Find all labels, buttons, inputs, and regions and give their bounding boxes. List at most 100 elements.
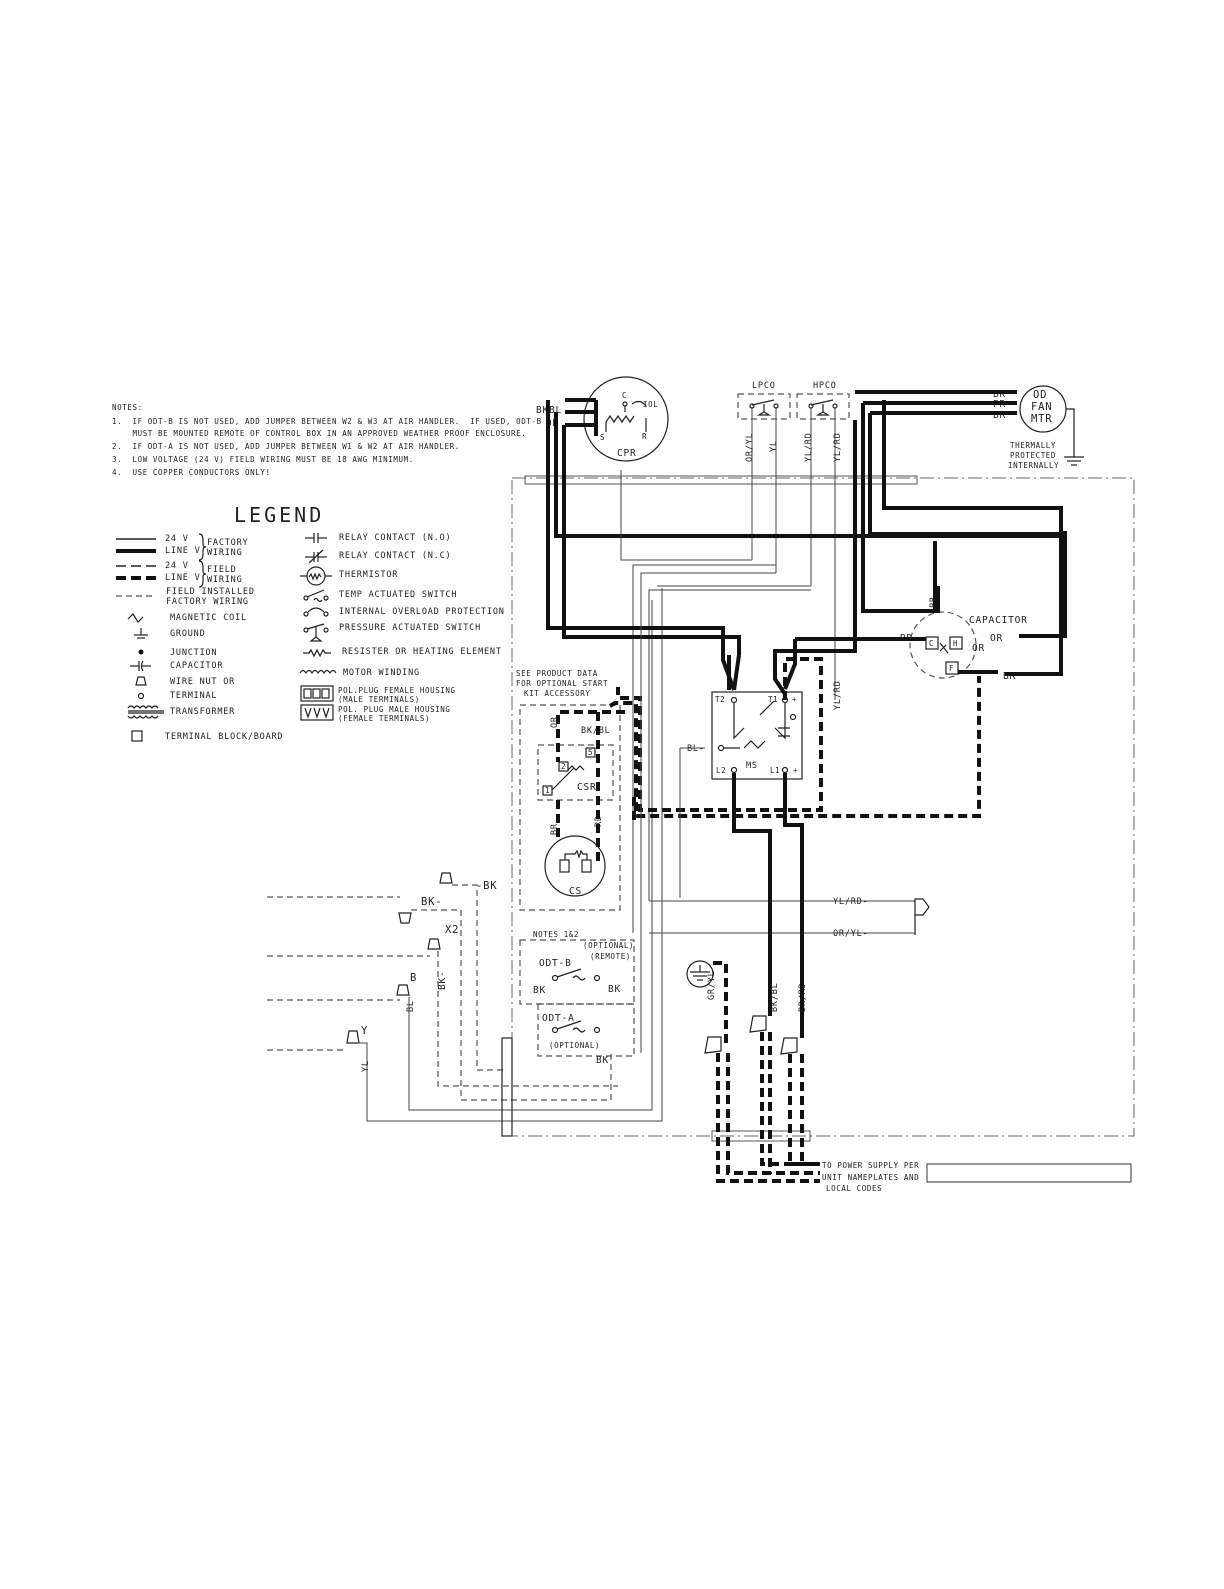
csr-terminal-1: 1 — [545, 786, 550, 795]
legend-field-brace — [198, 560, 207, 588]
fan-wire-label-bk: BK — [993, 389, 1006, 400]
odt-b-label: ODT-B — [539, 958, 572, 969]
pressure-switch-icon — [303, 623, 329, 642]
low-voltage-factory-wiring — [620, 470, 811, 1053]
legend-24v-label-2: 24 V — [165, 561, 189, 571]
compressor-c-terminal: C — [622, 391, 627, 400]
note-line-1b: MUST BE MOUNTED REMOTE OF CONTROL BOX IN… — [112, 429, 526, 438]
legend-plug-male-label: POL. PLUG MALE HOUSING — [338, 705, 451, 714]
power-supply-label-1: TO POWER SUPPLY PER — [822, 1161, 919, 1170]
hpco-label: HPCO — [813, 381, 837, 391]
od-fan-label-1: OD — [1033, 389, 1047, 401]
od-fan-label-2: FAN — [1031, 401, 1052, 413]
legend-temp-switch-label: TEMP ACTUATED SWITCH — [339, 590, 457, 600]
plug-female-icon — [300, 685, 334, 702]
legend-plug-female-label: POL.PLUG FEMALE HOUSING — [338, 686, 456, 695]
optional-start-kit: SEE PRODUCT DATA FOR OPTIONAL START KIT … — [516, 669, 621, 911]
wire-label-lpco-yl: YL — [769, 440, 779, 452]
compressor-r-terminal: R — [642, 432, 647, 441]
capacitor-label: CAPACITOR — [969, 615, 1028, 626]
wire-label-hpco-yl-rd: YL/RD — [804, 432, 814, 462]
fan-wire-label-br: BR — [993, 410, 1006, 421]
lv-wire-yl-vertical: YL — [361, 1060, 371, 1072]
relay-nc-icon — [305, 549, 327, 564]
legend-relay-nc-label: RELAY CONTACT (N.C) — [339, 551, 451, 561]
legend-terminal-label: TERMINAL — [170, 691, 217, 701]
wire-label-lpco-or-yl: OR/YL — [745, 432, 755, 462]
note-line-2: 2. IF ODT-A IS NOT USED, ADD JUMPER BETW… — [112, 442, 460, 451]
power-supply-label-2: UNIT NAMEPLATES AND — [822, 1173, 919, 1182]
lv-wire-bk-dash2: BK- — [421, 896, 442, 908]
odt-thermostats: NOTES 1&2 (OPTIONAL) (REMOTE) ODT-B BK B… — [519, 930, 635, 1066]
legend-field-installed-label-2: FACTORY WIRING — [166, 597, 249, 607]
legend-transformer-label: TRANSFORMER — [170, 707, 235, 717]
capacitor-c-terminal: C — [929, 639, 934, 648]
note-line-4: 4. USE COPPER CONDUCTORS ONLY! — [112, 468, 271, 477]
start-kit-wire-rd: RD — [594, 815, 604, 827]
contactor-t2-label: T2 — [715, 695, 725, 704]
od-fan-label-3: MTR — [1031, 413, 1052, 425]
wire-nut-x2-icon — [427, 938, 441, 950]
line-voltage-field-wiring: GR/YL BK/BL BR/RD TO POWER SUPPLY PER UN… — [556, 657, 1132, 1193]
lv-b-label: B — [410, 972, 417, 984]
junction-icon — [138, 649, 144, 655]
contactor-ms-label: MS — [746, 761, 758, 771]
csr-terminal-2: 2 — [561, 762, 566, 771]
legend-plug-male-label-2: (FEMALE TERMINALS) — [338, 714, 430, 723]
overload-icon — [303, 607, 329, 617]
notes-block: NOTES: 1. IF ODT-B IS NOT USED, ADD JUMP… — [112, 403, 542, 477]
ground-lug-icon — [686, 960, 714, 988]
thermally-label-2: PROTECTED — [1010, 451, 1056, 460]
odt-a-box — [537, 1003, 635, 1057]
legend-overload-label: INTERNAL OVERLOAD PROTECTION — [339, 607, 505, 617]
compressor-winding — [605, 414, 635, 424]
start-kit-box — [519, 704, 621, 911]
power-nut-gr-icon — [704, 1036, 722, 1054]
legend-factory-brace — [198, 533, 207, 561]
note-line-1: 1. IF ODT-B IS NOT USED, ADD JUMPER BETW… — [112, 417, 542, 426]
legend: LEGEND 24 V LINE V FACTORY WIRING 24 V L… — [116, 503, 505, 742]
power-wire-gr-yl: GR/YL — [707, 970, 717, 1000]
power-nut-br-icon — [780, 1037, 798, 1055]
odt-b-optional-label: (OPTIONAL) — [583, 941, 634, 950]
wire-nut-b-icon — [396, 984, 410, 996]
legend-wire-nut-label: WIRE NUT OR — [170, 677, 235, 687]
odt-b-remote-label: (REMOTE) — [590, 952, 631, 961]
odt-b-box — [519, 939, 635, 1005]
lpco-label: LPCO — [752, 381, 776, 391]
contactor-t1-label: T1 — [768, 695, 778, 704]
csr-label: CSR — [577, 782, 597, 793]
note-line-3: 3. LOW VOLTAGE (24 V) FIELD WIRING MUST … — [112, 455, 414, 464]
compressor-housing — [583, 376, 669, 462]
wire-nut-icon — [135, 676, 147, 686]
relay-no-icon — [305, 533, 327, 543]
capacitor-outline — [909, 611, 977, 679]
odt-a-bk-label: BK — [596, 1055, 609, 1066]
odt-b-bk-left: BK — [533, 985, 546, 996]
control-box-border — [511, 477, 1135, 1137]
legend-terminal-block-label: TERMINAL BLOCK/BOARD — [165, 732, 283, 742]
thermally-label-3: INTERNALLY — [1008, 461, 1059, 470]
start-kit-wire-br: BR — [550, 823, 560, 835]
legend-motor-winding-label: MOTOR WINDING — [343, 668, 420, 678]
legend-resistor-label: RESISTER OR HEATING ELEMENT — [342, 647, 502, 657]
yl-rd-plug-icon — [914, 898, 930, 916]
legend-factory-label: FACTORY — [207, 538, 248, 548]
power-wire-bk-bl: BK/BL — [770, 982, 780, 1012]
terminal-icon — [137, 692, 145, 700]
output-wire-or-yl: OR/YL- — [833, 929, 869, 939]
od-fan-motor: OD FAN MTR BK PR BR THERMALLY PROTECTED … — [993, 385, 1084, 470]
contactor-ms: T2 T1 + L2 L1 + MS BL- — [687, 691, 803, 780]
contactor-plus-top: + — [792, 695, 797, 704]
start-capacitor-cs — [544, 835, 606, 897]
legend-ground-label: GROUND — [170, 629, 206, 639]
wire-label-hpco-yl-rd-2: YL/RD — [833, 432, 843, 462]
lv-wire-bk-vertical: BK- — [437, 970, 448, 990]
start-kit-label-1: SEE PRODUCT DATA — [516, 669, 598, 678]
contactor-outline — [711, 691, 803, 780]
wire-nut-y-icon — [346, 1030, 360, 1044]
thermally-label-1: THERMALLY — [1010, 441, 1056, 450]
lv-y-label: Y — [361, 1025, 368, 1037]
top-wire-bushing — [524, 475, 918, 485]
output-wire-yl-rd: YL/RD- — [833, 897, 869, 907]
